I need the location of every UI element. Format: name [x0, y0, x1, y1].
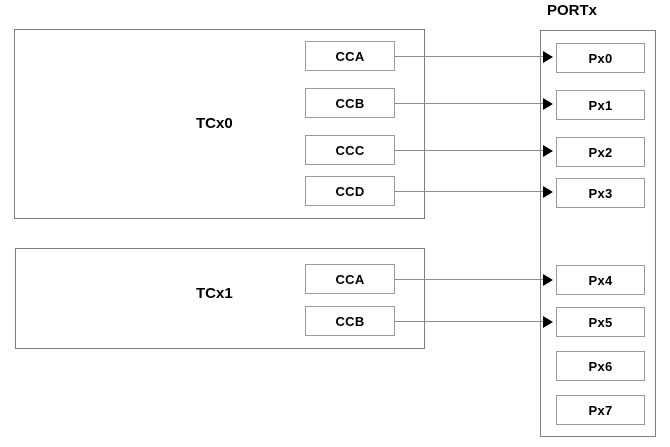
tcx0-channel-ccb: CCB — [305, 88, 395, 118]
tcx1-channel-ccb: CCB — [305, 306, 395, 336]
tcx0-channel-cca: CCA — [305, 41, 395, 71]
arrow-head-px0 — [543, 51, 553, 63]
tcx0-channel-ccc: CCC — [305, 135, 395, 165]
connector-tcx0-cca-to-px0 — [395, 56, 543, 57]
portx-pin-px5: Px5 — [556, 307, 645, 337]
arrow-head-px2 — [543, 145, 553, 157]
tcx0-block-label: TCx0 — [196, 115, 233, 132]
arrow-head-px3 — [543, 186, 553, 198]
portx-pin-px1: Px1 — [556, 90, 645, 120]
portx-pin-px2: Px2 — [556, 137, 645, 167]
portx-pin-px3: Px3 — [556, 178, 645, 208]
arrow-head-px5 — [543, 316, 553, 328]
connector-tcx0-ccc-to-px2 — [395, 150, 543, 151]
connector-tcx1-cca-to-px4 — [395, 279, 543, 280]
portx-pin-px4: Px4 — [556, 265, 645, 295]
connector-tcx0-ccd-to-px3 — [395, 191, 543, 192]
tcx1-channel-cca: CCA — [305, 264, 395, 294]
portx-pin-px0: Px0 — [556, 43, 645, 73]
portx-pin-px7: Px7 — [556, 395, 645, 425]
tcx1-block-label: TCx1 — [196, 285, 233, 302]
connector-tcx0-ccb-to-px1 — [395, 103, 543, 104]
arrow-head-px1 — [543, 98, 553, 110]
arrow-head-px4 — [543, 274, 553, 286]
tcx0-channel-ccd: CCD — [305, 176, 395, 206]
portx-title: PORTx — [547, 2, 598, 19]
portx-pin-px6: Px6 — [556, 351, 645, 381]
connector-tcx1-ccb-to-px5 — [395, 321, 543, 322]
